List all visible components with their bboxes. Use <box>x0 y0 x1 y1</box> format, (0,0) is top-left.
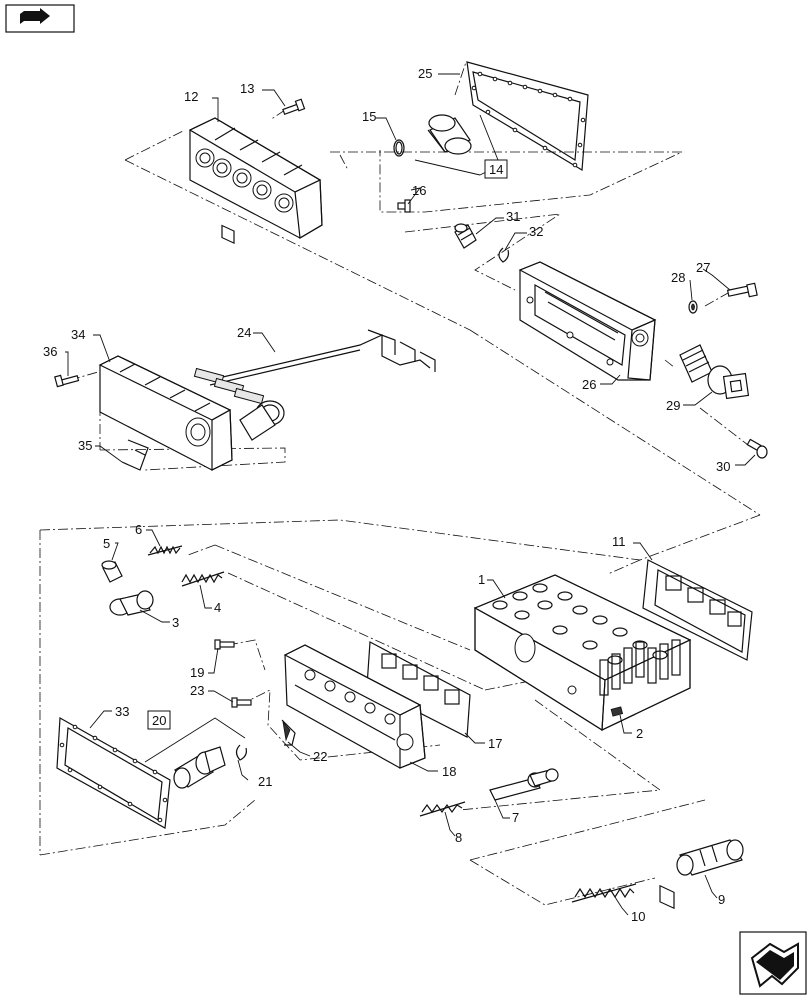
part-35-clip[interactable] <box>121 439 149 471</box>
callout-4: 4 <box>214 600 221 615</box>
part-6-spring[interactable] <box>147 545 183 556</box>
part-5-sleeve[interactable] <box>101 560 123 583</box>
callout-34: 34 <box>71 327 85 342</box>
part-10-spring[interactable] <box>571 883 637 903</box>
callout-9: 9 <box>718 892 725 907</box>
part-13-bolt[interactable] <box>282 98 306 116</box>
part-27-bolt[interactable] <box>726 282 758 298</box>
callout-30: 30 <box>716 459 730 474</box>
leader-lines <box>65 73 756 916</box>
part-24-harness[interactable] <box>193 329 436 441</box>
nav-next-icon[interactable] <box>739 931 807 995</box>
callout-18: 18 <box>442 764 456 779</box>
callout-10: 10 <box>631 909 645 924</box>
part-4-spring[interactable] <box>181 571 225 587</box>
boxed-label-20: 20 <box>152 713 166 728</box>
callout-7: 7 <box>512 810 519 825</box>
part-2-plug[interactable] <box>610 706 624 717</box>
part-28-washer[interactable] <box>688 300 698 314</box>
part-26-cover-housing[interactable] <box>518 261 657 381</box>
callout-36: 36 <box>43 344 57 359</box>
callout-19: 19 <box>190 665 204 680</box>
part-33-gasket[interactable] <box>56 717 171 829</box>
part-12-valve-block[interactable] <box>188 117 323 244</box>
part-20-solenoid[interactable] <box>144 717 246 789</box>
part-22-clip[interactable] <box>281 719 296 746</box>
part-1-main-housing[interactable] <box>473 574 692 732</box>
part-29-sensor[interactable] <box>679 344 750 400</box>
callout-32: 32 <box>529 224 543 239</box>
callout-35: 35 <box>78 438 92 453</box>
part-11-gasket[interactable] <box>642 559 753 910</box>
callout-22: 22 <box>313 749 327 764</box>
callout-24: 24 <box>237 325 251 340</box>
callout-21: 21 <box>258 774 272 789</box>
part-21-snap-ring[interactable] <box>235 744 247 761</box>
part-19-screw[interactable] <box>214 639 235 650</box>
callout-29: 29 <box>666 398 680 413</box>
callout-13: 13 <box>240 81 254 96</box>
part-3-piston[interactable] <box>109 590 154 616</box>
part-31-fitting[interactable] <box>454 223 477 249</box>
nav-arrow-icon[interactable] <box>5 4 75 33</box>
part-30-bolt[interactable] <box>746 438 768 459</box>
callout-11: 11 <box>612 534 626 549</box>
callout-2: 2 <box>636 726 643 741</box>
callout-3: 3 <box>172 615 179 630</box>
callout-16: 16 <box>412 183 426 198</box>
part-36-bolt[interactable] <box>54 374 80 388</box>
boxed-callout-14: 14 <box>484 159 508 179</box>
callout-1: 1 <box>478 572 485 587</box>
callout-28: 28 <box>671 270 685 285</box>
part-18-valve-body[interactable] <box>283 644 426 769</box>
callout-12: 12 <box>184 89 198 104</box>
part-25-gasket[interactable] <box>466 61 589 172</box>
callout-33: 33 <box>115 704 129 719</box>
callout-labels: 1 2 3 4 5 6 7 8 9 10 11 12 13 15 16 17 1… <box>43 66 730 924</box>
part-16-screw[interactable] <box>397 199 411 213</box>
callout-25: 25 <box>418 66 432 81</box>
part-8-spring[interactable] <box>419 801 466 817</box>
callout-23: 23 <box>190 683 204 698</box>
part-9-spool[interactable] <box>676 839 744 876</box>
callout-27: 27 <box>696 260 710 275</box>
callout-5: 5 <box>103 536 110 551</box>
boxed-label-14: 14 <box>489 162 503 177</box>
callout-8: 8 <box>455 830 462 845</box>
boxed-callout-20: 20 <box>147 710 171 730</box>
part-17-gasket[interactable] <box>366 641 471 738</box>
callout-26: 26 <box>582 377 596 392</box>
part-7-spool[interactable] <box>489 768 559 801</box>
callout-6: 6 <box>135 522 142 537</box>
callout-15: 15 <box>362 109 376 124</box>
part-34-valve-body[interactable] <box>98 355 233 471</box>
callout-17: 17 <box>488 736 502 751</box>
part-14-solenoid[interactable] <box>414 114 501 176</box>
part-23-screw[interactable] <box>231 697 252 708</box>
part-15-o-ring[interactable] <box>393 139 405 157</box>
callout-31: 31 <box>506 209 520 224</box>
part-32-snap-ring[interactable] <box>498 247 510 263</box>
assembly-lines <box>39 61 761 906</box>
